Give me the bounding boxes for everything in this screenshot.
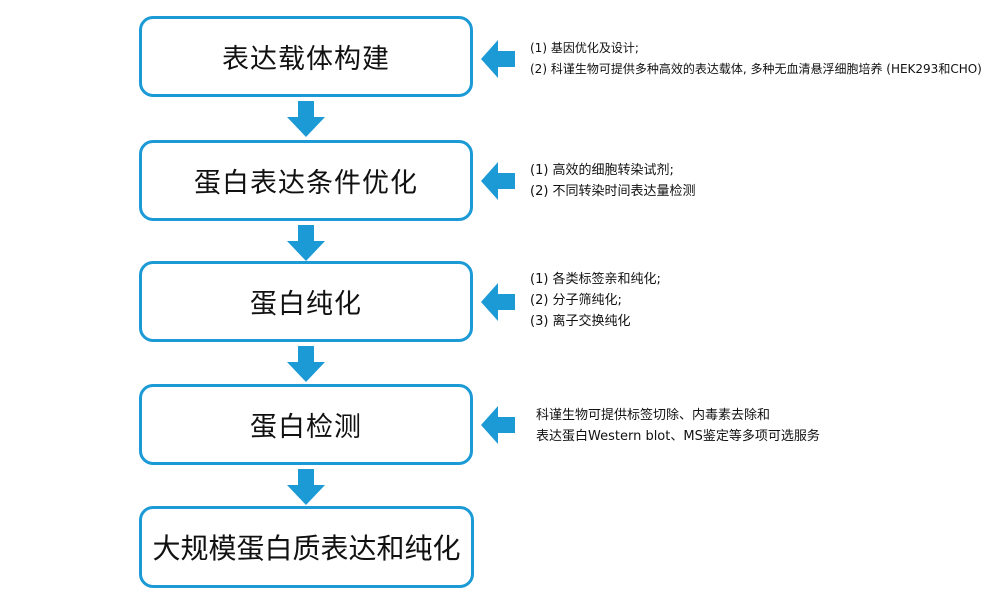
note-protein-purification: (1) 各类标签亲和纯化; (2) 分子筛纯化; (3) 离子交换纯化 bbox=[530, 269, 661, 332]
note-line: (1) 各类标签亲和纯化; bbox=[530, 272, 661, 287]
down-arrow-icon bbox=[287, 346, 325, 382]
note-line: 科谨生物可提供标签切除、内毒素去除和 bbox=[536, 408, 771, 423]
step-box-vector-construction: 表达载体构建 bbox=[139, 16, 473, 97]
note-line: (3) 离子交换纯化 bbox=[530, 314, 631, 329]
note-line: (1) 基因优化及设计; bbox=[530, 41, 639, 55]
note-line: (1) 高效的细胞转染试剂; bbox=[530, 163, 674, 178]
left-arrow-icon bbox=[481, 283, 515, 321]
left-arrow-icon bbox=[481, 40, 515, 78]
note-line: (2) 不同转染时间表达量检测 bbox=[530, 184, 696, 199]
note-line: (2) 科谨生物可提供多种高效的表达载体, 多种无血清悬浮细胞培养 (HEK29… bbox=[530, 62, 982, 76]
left-arrow-icon bbox=[481, 406, 515, 444]
down-arrow-icon bbox=[287, 469, 325, 505]
note-expression-optimization: (1) 高效的细胞转染试剂; (2) 不同转染时间表达量检测 bbox=[530, 160, 696, 202]
note-vector-construction: (1) 基因优化及设计; (2) 科谨生物可提供多种高效的表达载体, 多种无血清… bbox=[530, 38, 982, 80]
step-box-expression-optimization: 蛋白表达条件优化 bbox=[139, 140, 473, 221]
note-protein-detection: 科谨生物可提供标签切除、内毒素去除和 表达蛋白Western blot、MS鉴定… bbox=[536, 405, 820, 447]
step-label: 大规模蛋白质表达和纯化 bbox=[152, 532, 461, 565]
down-arrow-icon bbox=[287, 101, 325, 137]
down-arrow-icon bbox=[287, 225, 325, 261]
step-box-large-scale-expression: 大规模蛋白质表达和纯化 bbox=[139, 506, 474, 588]
note-line: 表达蛋白Western blot、MS鉴定等多项可选服务 bbox=[536, 429, 820, 444]
step-label: 蛋白纯化 bbox=[250, 289, 362, 320]
step-label: 表达载体构建 bbox=[222, 44, 390, 75]
left-arrow-icon bbox=[481, 162, 515, 200]
step-label: 蛋白表达条件优化 bbox=[194, 168, 418, 199]
step-box-protein-detection: 蛋白检测 bbox=[139, 384, 473, 465]
step-box-protein-purification: 蛋白纯化 bbox=[139, 261, 473, 342]
note-line: (2) 分子筛纯化; bbox=[530, 293, 622, 308]
step-label: 蛋白检测 bbox=[250, 412, 362, 443]
